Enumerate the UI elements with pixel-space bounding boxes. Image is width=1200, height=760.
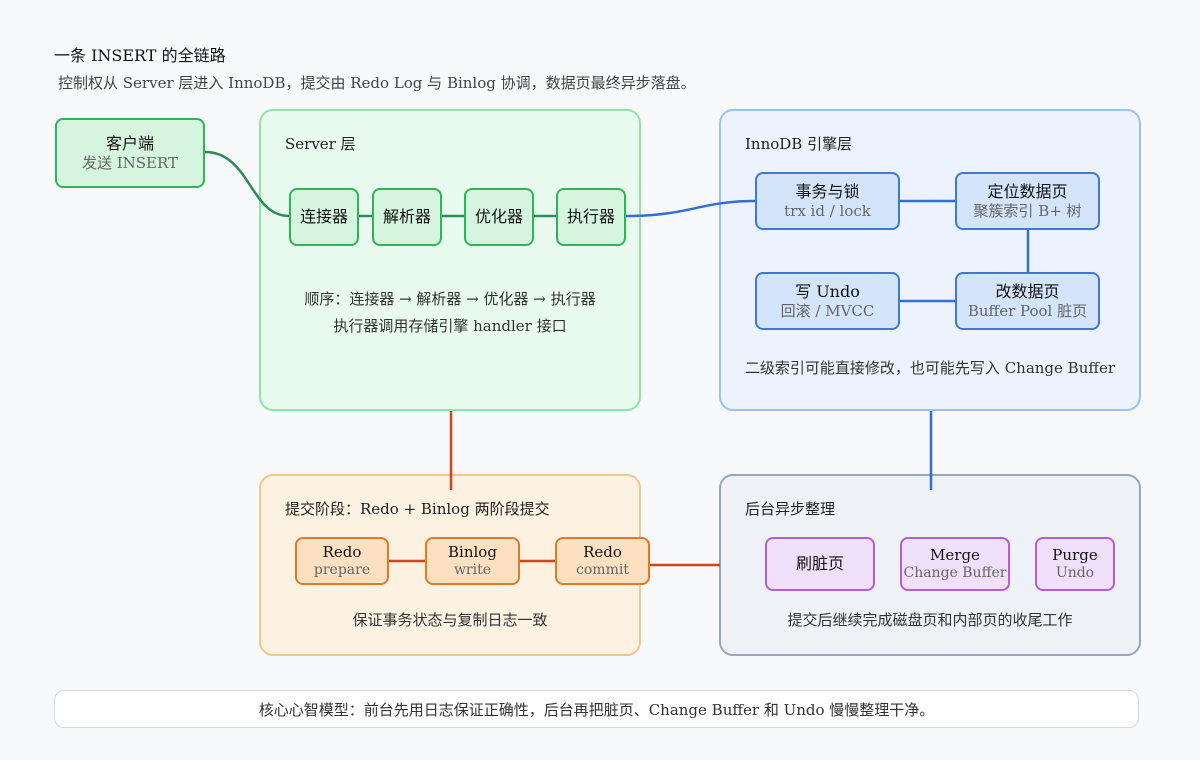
redo-prepare-node: Redo prepare	[295, 537, 389, 585]
redo-commit-desc: commit	[576, 561, 629, 578]
modify-page-title: 改数据页	[995, 281, 1060, 301]
mental-model-footer: 核心心智模型：前台先用日志保证正确性，后台再把脏页、Change Buffer …	[54, 690, 1139, 728]
redo-commit-node: Redo commit	[555, 537, 650, 585]
innodb-layer-label: InnoDB 引擎层	[745, 135, 853, 153]
merge-desc: Change Buffer	[903, 564, 1007, 581]
txn-lock-title: 事务与锁	[795, 181, 860, 201]
server-node-label: 执行器	[566, 207, 615, 226]
server-node-parser: 解析器	[372, 188, 442, 246]
innodb-layer-panel: InnoDB 引擎层	[719, 109, 1141, 411]
server-node-label: 优化器	[474, 207, 523, 226]
locate-page-title: 定位数据页	[987, 181, 1068, 201]
commit-phase-label: 提交阶段：Redo + Binlog 两阶段提交	[285, 500, 550, 518]
background-async-label: 后台异步整理	[745, 500, 836, 518]
executor-to-txn-wire	[625, 199, 756, 218]
binlog-write-title: Binlog	[448, 542, 497, 561]
server-node-optimizer: 优化器	[464, 188, 534, 246]
purge-desc: Undo	[1055, 564, 1095, 581]
commit-note: 保证事务状态与复制日志一致	[352, 611, 548, 629]
write-undo-node: 写 Undo 回滚 / MVCC	[755, 272, 900, 330]
modify-page-desc: Buffer Pool 脏页	[967, 301, 1088, 320]
client-node-desc: 发送 INSERT	[81, 153, 179, 172]
client-node: 客户端 发送 INSERT	[55, 118, 205, 188]
redo-commit-title: Redo	[583, 542, 622, 561]
server-node-executor: 执行器	[556, 188, 626, 246]
binlog-write-node: Binlog write	[425, 537, 520, 585]
server-node-label: 连接器	[299, 207, 348, 226]
redo-prepare-title: Redo	[322, 542, 362, 561]
write-undo-desc: 回滚 / MVCC	[780, 301, 875, 320]
merge-title: Merge	[930, 545, 980, 564]
purge-undo-node: Purge Undo	[1035, 537, 1115, 591]
server-layer-label: Server 层	[285, 135, 356, 153]
footer-text: 核心心智模型：前台先用日志保证正确性，后台再把脏页、Change Buffer …	[258, 700, 935, 719]
locate-page-desc: 聚簇索引 B+ 树	[973, 201, 1082, 220]
server-node-connector: 连接器	[289, 188, 359, 246]
client-node-title: 客户端	[105, 133, 154, 153]
innodb-note: 二级索引可能直接修改，也可能先写入 Change Buffer	[744, 359, 1116, 377]
diagram-subtitle: 控制权从 Server 层进入 InnoDB，提交由 Redo Log 与 Bi…	[58, 74, 696, 92]
write-undo-title: 写 Undo	[795, 281, 860, 301]
diagram-title: 一条 INSERT 的全链路	[54, 46, 226, 65]
txn-lock-node: 事务与锁 trx id / lock	[755, 172, 900, 230]
redo-prepare-desc: prepare	[313, 561, 371, 578]
locate-page-node: 定位数据页 聚簇索引 B+ 树	[955, 172, 1100, 230]
purge-title: Purge	[1052, 545, 1098, 564]
server-note-sequence: 顺序：连接器 → 解析器 → 优化器 → 执行器	[304, 290, 596, 308]
binlog-write-desc: write	[453, 561, 492, 578]
modify-page-node: 改数据页 Buffer Pool 脏页	[955, 272, 1100, 330]
txn-lock-desc: trx id / lock	[784, 201, 871, 220]
server-layer-panel: Server 层	[259, 109, 641, 411]
client-to-connector-wire	[204, 150, 290, 218]
background-note: 提交后继续完成磁盘页和内部页的收尾工作	[787, 611, 1073, 629]
merge-change-buffer-node: Merge Change Buffer	[900, 537, 1010, 591]
server-node-label: 解析器	[382, 207, 431, 226]
flush-dirty-title: 刷脏页	[795, 554, 844, 573]
flush-dirty-node: 刷脏页	[765, 537, 875, 591]
server-note-handler: 执行器调用存储引擎 handler 接口	[333, 317, 567, 335]
